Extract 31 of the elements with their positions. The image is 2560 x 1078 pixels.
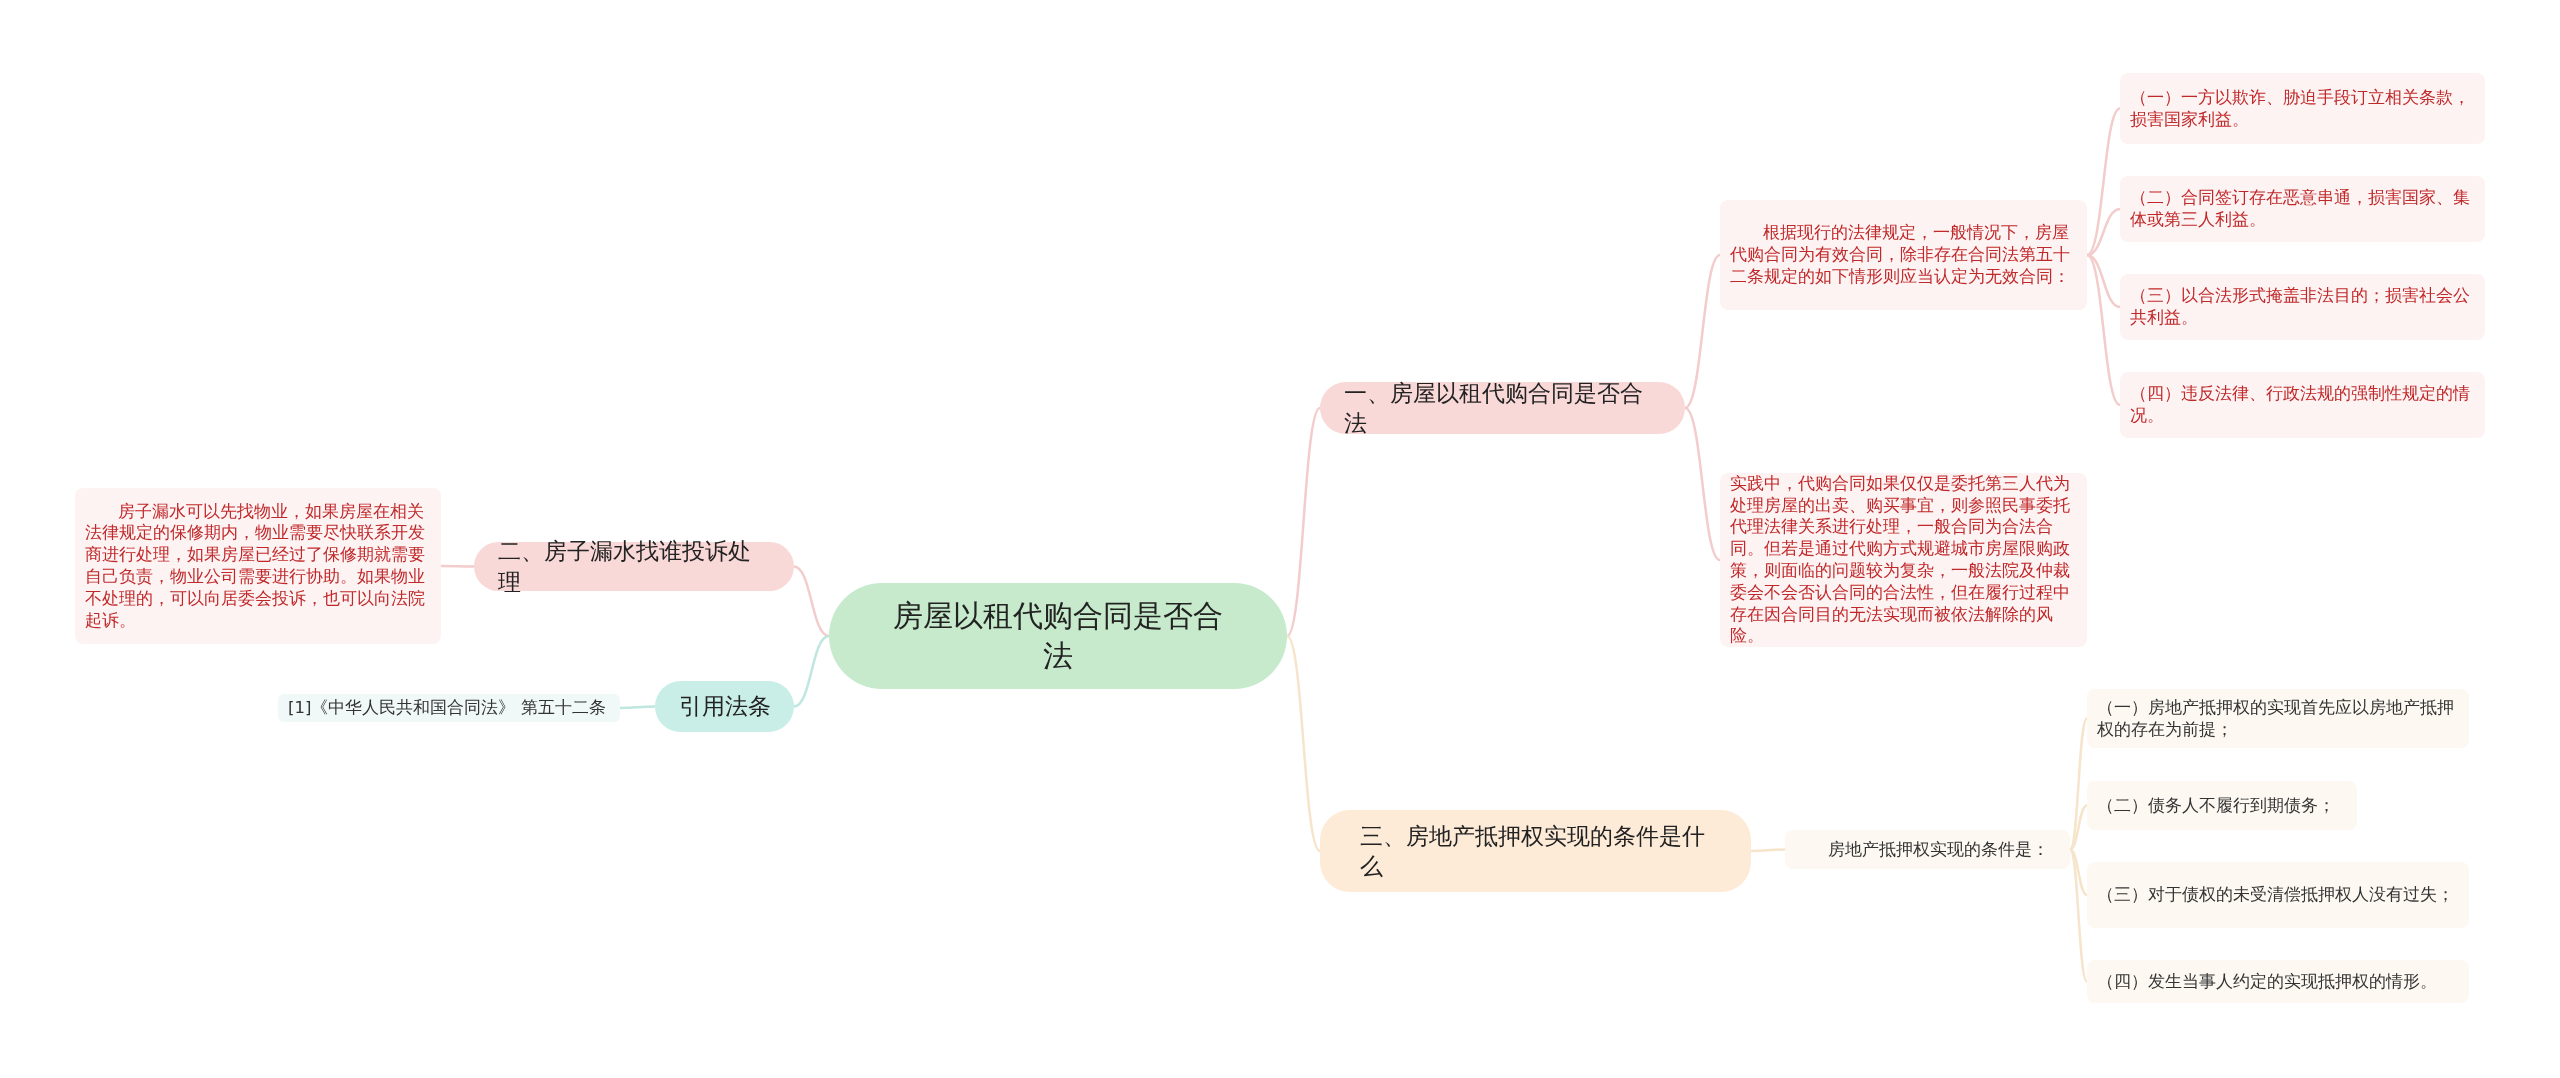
connector-line (793, 634, 830, 708)
note-box: （一）一方以欺诈、胁迫手段订立相关条款，损害国家利益。 (2120, 73, 2485, 144)
topic-box: 三、房地产抵押权实现的条件是什么 (1320, 810, 1751, 892)
note-box: 根据现行的法律规定，一般情况下，房屋代购合同为有效合同，除非存在合同法第五十二条规定的如下情形则应当认定为无效合同： (1720, 200, 2087, 310)
connector-line (2069, 848, 2088, 897)
connector-line (1286, 635, 1321, 852)
topic-box: 一、房屋以租代购合同是否合法 (1320, 382, 1685, 434)
note-box: 房子漏水可以先找物业，如果房屋在相关法律规定的保修期内，物业需要尽快联系开发商进行处理，如果房屋已经过了保修期就需要自己负责，物业公司需要进行协助。如果物业不处理的，可以向居委会投诉，也可以向法院起诉。 (75, 488, 441, 644)
note-box: （三）以合法形式掩盖非法目的；损害社会公共利益。 (2120, 274, 2485, 340)
note-box: （二）债务人不履行到期债务； (2087, 781, 2357, 830)
note-box: （二）合同签订存在恶意串通，损害国家、集体或第三人利益。 (2120, 176, 2485, 242)
connector-line (2086, 107, 2121, 256)
note-box: （三）对于债权的未受清偿抵押权人没有过失； (2087, 862, 2469, 928)
connector-line (1751, 848, 1785, 853)
connector-line (793, 565, 830, 638)
reference-box: [1]《中华人民共和国合同法》 第五十二条 (278, 694, 620, 722)
topic-box: 引用法条 (655, 681, 794, 732)
connector-line (2086, 254, 2121, 406)
connector-line (1286, 407, 1321, 637)
connector-line (2069, 848, 2088, 983)
connector-line (1684, 254, 1721, 409)
connector-line (1684, 407, 1721, 561)
note-box: （一）房地产抵押权的实现首先应以房地产抵押权的存在为前提； (2087, 689, 2469, 748)
central-topic: 房屋以租代购合同是否合法 (829, 583, 1287, 689)
connector-line (2069, 804, 2088, 851)
note-box: （四）发生当事人约定的实现抵押权的情形。 (2087, 960, 2469, 1003)
connector-line (441, 564, 474, 568)
note-box: （四）违反法律、行政法规的强制性规定的情况。 (2120, 372, 2485, 438)
note-box: 房地产抵押权实现的条件是： (1785, 830, 2070, 869)
connector-line (620, 705, 655, 710)
note-box: 实践中，代购合同如果仅仅是委托第三人代为处理房屋的出卖、购买事宜，则参照民事委托代理法律关系进行处理，一般合同为合法合同。但若是通过代购方式规避城市房屋限购政策，则面临的问题较为复杂，一般法院及仲裁委会不会否认合同的合法性，但在履行过程中存在因合同目的无法实现而被依法解除的风险。 (1720, 473, 2087, 647)
